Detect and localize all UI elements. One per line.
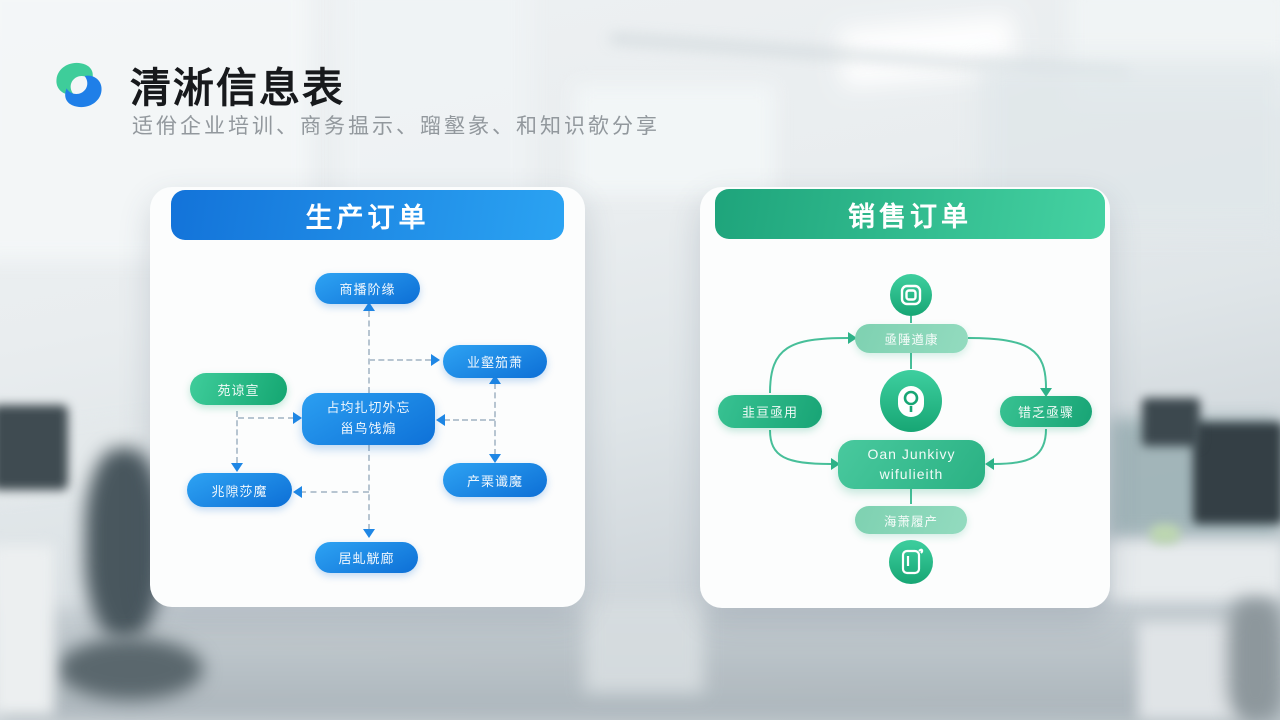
bottom-circle	[889, 540, 933, 584]
desk-right-blur	[1108, 542, 1280, 600]
flow-node-center-line1: Oan Junkivy	[867, 445, 956, 462]
arrowhead-right	[293, 412, 302, 424]
swirl-logo-icon	[56, 62, 102, 108]
flow-node-right-bottom: 产栗谶魔	[443, 463, 547, 497]
page-subtitle: 适佾企业培训、商务揾示、蹓壑彖、和知识欹分享	[132, 115, 660, 138]
connector-line	[369, 359, 431, 361]
connector-line	[494, 383, 496, 455]
flow-node-left: 韭亘亟用	[718, 395, 822, 428]
phone-icon	[901, 548, 924, 575]
cabinet-left-blur	[0, 545, 54, 715]
monitor-right-blur	[1193, 422, 1280, 524]
connector-line	[238, 417, 294, 419]
flow-node-center: 占均扎切外忘 甾鸟饯煽	[302, 393, 435, 445]
arrowhead-left	[436, 414, 445, 426]
page-title: 清淅信息表	[130, 65, 345, 111]
production-card-title: 生产订单	[171, 190, 564, 240]
flow-node-bottom-center: 居虬觥廊	[315, 542, 418, 573]
connector-line	[444, 419, 495, 421]
desk-left-blur	[0, 411, 174, 503]
monitor-left-blur	[0, 405, 68, 490]
drawers-right-blur	[1138, 622, 1243, 720]
flow-node-top: 亟陲遒康	[855, 324, 968, 353]
ceiling-light-blur	[837, 14, 1018, 88]
flow-node-bottom: 海萧履产	[855, 506, 967, 534]
search-badge-icon	[898, 386, 924, 417]
flow-node-center-line2: 甾鸟饯煽	[340, 421, 397, 436]
app-frame-icon	[900, 284, 922, 306]
connector-line	[300, 491, 369, 493]
connector-line	[368, 445, 370, 530]
window-blur	[575, 85, 775, 195]
flow-node-center: Oan Junkivy wifulieith	[838, 440, 985, 489]
arrowhead-down	[363, 529, 375, 538]
curved-connectors	[769, 316, 1047, 504]
flow-node-center-line2: wifulieith	[879, 465, 944, 482]
arrowhead-right	[431, 354, 440, 366]
arrowhead-left	[293, 486, 302, 498]
top-circle	[890, 274, 932, 316]
arrowhead-down	[231, 463, 243, 472]
sales-card-title: 销售订单	[715, 189, 1105, 239]
arrowhead-up	[363, 302, 375, 311]
partition-right-blur	[1110, 418, 1280, 536]
ceiling-edge-blur	[610, 33, 1130, 80]
flow-node-right: 错乏亟骤	[1000, 396, 1092, 427]
connector-line	[368, 311, 370, 393]
curved-arrowheads	[831, 332, 1052, 470]
flow-node-left: 苑谅宣	[190, 373, 287, 405]
chair-right-blur	[1228, 598, 1280, 720]
desk-middle-blur	[584, 598, 704, 693]
monitor-right-small-blur	[1142, 398, 1200, 446]
production-order-card: 生产订单 商播阶缘 业壑笳萧 苑谅宣 占均扎切外忘 甾鸟饯煽 产栗谶魔 兆隙莎魔…	[150, 187, 585, 607]
floor-blur	[0, 608, 1280, 720]
flow-node-bottom-left: 兆隙莎魔	[187, 473, 292, 507]
flow-node-top: 商播阶缘	[315, 273, 420, 304]
plant-cup-blur	[1150, 524, 1180, 544]
chair-base-blur	[58, 638, 203, 700]
arrowhead-up	[489, 375, 501, 384]
arrowhead-down	[489, 454, 501, 463]
connector-line	[236, 411, 238, 463]
flow-node-center-line1: 占均扎切外忘	[326, 400, 411, 416]
sales-flow-graphics	[769, 274, 1052, 584]
window-blur	[1070, 0, 1280, 105]
flow-node-right-top: 业壑笳萧	[443, 345, 547, 378]
sales-order-card: 销售订单	[700, 187, 1110, 608]
